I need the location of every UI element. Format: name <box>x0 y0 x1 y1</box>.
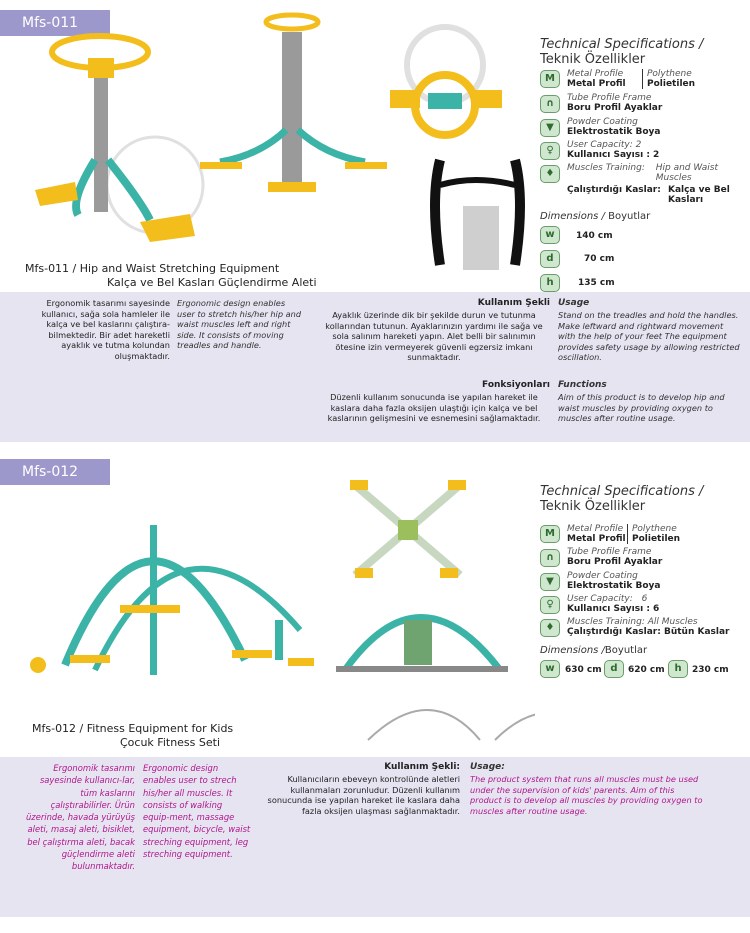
description-en: Ergonomic design enables user to strech … <box>143 763 251 860</box>
tube-profile-icon: ∩ <box>540 95 560 113</box>
powder-coating-icon: ▼ <box>540 119 560 137</box>
height-value: 230 cm <box>692 665 729 675</box>
usage-tr-heading: Kullanım Şekli <box>477 298 550 308</box>
usage-en: The product system that runs all muscles… <box>470 774 703 816</box>
functions-tr-heading: Fonksiyonları <box>482 380 550 390</box>
depth-value: 620 cm <box>628 665 665 675</box>
usage-en: Stand on the treadles and hold the handl… <box>558 310 740 363</box>
width-icon: w <box>540 660 560 678</box>
width-icon: w <box>540 226 560 244</box>
spec-title: Technical Specifications / Teknik Özelli… <box>540 37 704 67</box>
metal-profile-icon: M <box>540 70 560 88</box>
height-value: 135 cm <box>578 278 615 288</box>
user-capacity-icon: ♀ <box>540 596 560 614</box>
product-illustration-mfs-012 <box>30 480 535 741</box>
depth-icon: d <box>540 250 560 268</box>
metal-profile-icon: M <box>540 525 560 543</box>
usage-en-heading: Usage <box>558 298 590 308</box>
description-band <box>0 757 750 917</box>
caption-tr: Kalça ve Bel Kasları Güçlendirme Aleti <box>107 276 317 289</box>
functions-en: Aim of this product is to develop hip an… <box>558 392 725 424</box>
width-value: 630 cm <box>565 665 602 675</box>
product-illustration-mfs-011 <box>35 12 525 270</box>
spec-title: Technical Specifications / Teknik Özelli… <box>540 484 704 514</box>
user-capacity-icon: ♀ <box>540 142 560 160</box>
functions-tr: Düzenli kullanım sonucunda ise yapılan h… <box>327 392 541 424</box>
description-tr: Ergonomik tasarımı sayesinde kullanıcı-l… <box>25 763 135 872</box>
functions-en-heading: Functions <box>558 380 607 390</box>
muscles-training-icon: ♦ <box>540 619 560 637</box>
usage-tr: Ayaklık üzerinde dik bir şekilde durun v… <box>325 310 543 363</box>
usage-en-heading: Usage: <box>470 762 505 772</box>
product-tag: Mfs-012 <box>0 459 110 485</box>
caption-en: Mfs-012 / Fitness Equipment for Kids <box>32 722 234 735</box>
caption-en: Mfs-011 / Hip and Waist Stretching Equip… <box>25 262 280 275</box>
description-tr: Ergonomik tasarımı sayesinde kullanıcı, … <box>41 298 170 361</box>
height-icon: h <box>668 660 688 678</box>
description-band <box>0 292 750 442</box>
description-en: Ergonomic design enables user to stretch… <box>177 298 302 351</box>
usage-tr: Kullanıcıların ebeveyn kontrolünde aletl… <box>267 774 460 816</box>
dimensions-title: Dimensions / Boyutlar <box>540 211 651 222</box>
depth-icon: d <box>604 660 624 678</box>
dimensions-title: Dimensions /Boyutlar <box>540 645 648 656</box>
usage-tr-heading: Kullanım Şekli: <box>384 762 460 772</box>
depth-value: 70 cm <box>584 254 615 264</box>
caption-tr: Çocuk Fitness Seti <box>120 736 221 749</box>
width-value: 140 cm <box>576 231 613 241</box>
product-tag: Mfs-011 <box>0 10 110 36</box>
muscles-training-icon: ♦ <box>540 165 560 183</box>
tube-profile-icon: ∩ <box>540 549 560 567</box>
powder-coating-icon: ▼ <box>540 573 560 591</box>
height-icon: h <box>540 274 560 292</box>
